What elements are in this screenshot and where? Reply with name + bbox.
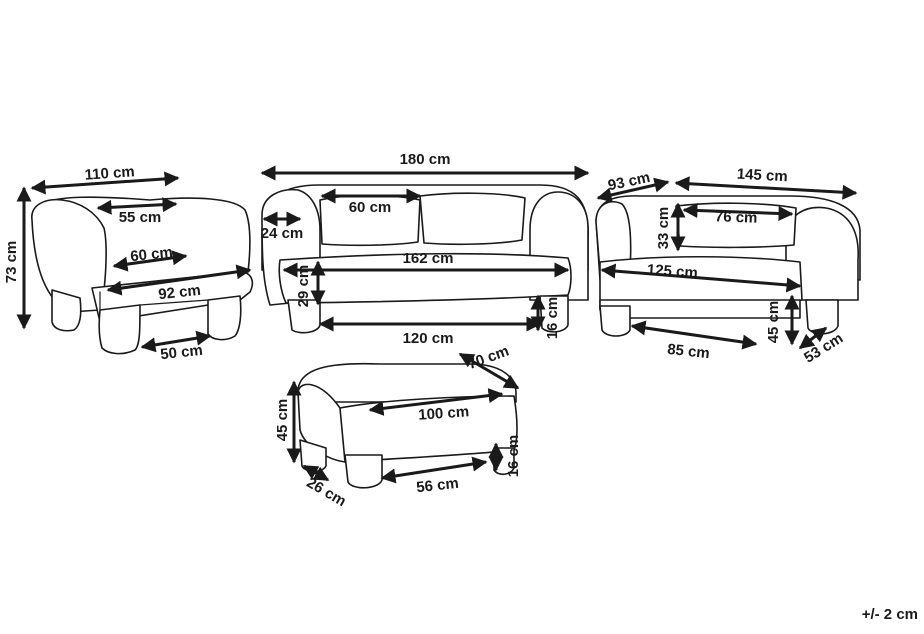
dim-line-ottoman-width <box>368 388 504 416</box>
label-sofa-width: 180 cm <box>400 151 451 168</box>
dim-line-armchair-seat-depth <box>112 250 188 272</box>
dim-line-armchair-seat-width <box>106 264 252 296</box>
dim-line-ottoman-leg-span <box>380 456 488 484</box>
dim-line-armchair-inner-back <box>96 197 178 215</box>
label-sofa-leg-span: 120 cm <box>403 330 454 347</box>
dim-line-armchair-width <box>30 171 180 195</box>
label-sofa-seat-width: 162 cm <box>403 250 454 267</box>
armchair-right-leg <box>207 295 242 341</box>
dim-line-corner-leg-span <box>630 320 758 350</box>
armchair-drawing <box>31 196 254 355</box>
label-armchair-width: 110 cm <box>84 163 135 183</box>
label-armchair-height: 73 cm <box>3 241 20 284</box>
label-corner-width: 145 cm <box>736 166 788 186</box>
ottoman-front-leg <box>344 454 383 489</box>
armchair-left-arm <box>31 198 107 313</box>
label-ottoman-leg-span: 56 cm <box>415 475 459 496</box>
label-corner-cushion: 76 cm <box>715 208 758 226</box>
dim-line-corner-width <box>674 176 858 200</box>
sofa-cushion-right <box>419 192 526 246</box>
dimension-lines <box>16 165 858 484</box>
label-armchair-seat-width: 92 cm <box>157 282 201 303</box>
label-sofa-arm: 24 cm <box>261 225 304 242</box>
label-corner-seat-height: 45 cm <box>765 301 782 344</box>
ottoman-drawing <box>297 362 518 489</box>
armchair-front-leg <box>98 304 141 355</box>
tolerance-note: +/- 2 cm <box>861 606 918 623</box>
label-corner-leg-span: 85 cm <box>666 341 710 362</box>
corner-right-leg <box>805 299 839 335</box>
label-sofa-seat-height: 29 cm <box>295 265 312 308</box>
dim-line-corner-side-depth <box>798 326 828 350</box>
corner-left-leg <box>599 305 631 337</box>
label-corner-back: 33 cm <box>655 207 672 250</box>
label-corner-side-depth: 53 cm <box>801 330 846 367</box>
label-ottoman-width: 100 cm <box>418 403 470 424</box>
label-sofa-leg-height: 16 cm <box>544 297 561 340</box>
label-ottoman-leg-height: 16 cm <box>505 435 522 478</box>
dim-line-corner-depth <box>596 177 670 203</box>
label-armchair-seat-depth: 60 cm <box>129 244 173 265</box>
armchair-inner-seat <box>99 291 209 311</box>
dim-line-ottoman-depth <box>458 352 520 390</box>
label-armchair-leg: 50 cm <box>159 342 203 363</box>
dim-line-corner-cushion <box>682 203 794 221</box>
dim-line-ottoman-leg-depth <box>302 464 330 482</box>
label-sofa-cushion: 60 cm <box>349 199 392 216</box>
label-armchair-inner-back: 55 cm <box>119 209 162 226</box>
dim-line-armchair-leg <box>140 330 212 353</box>
label-ottoman-height: 45 cm <box>274 399 291 442</box>
label-corner-seat-width: 125 cm <box>646 261 698 282</box>
armchair-back-leg <box>51 289 82 332</box>
dim-line-corner-seat-width <box>600 263 802 293</box>
